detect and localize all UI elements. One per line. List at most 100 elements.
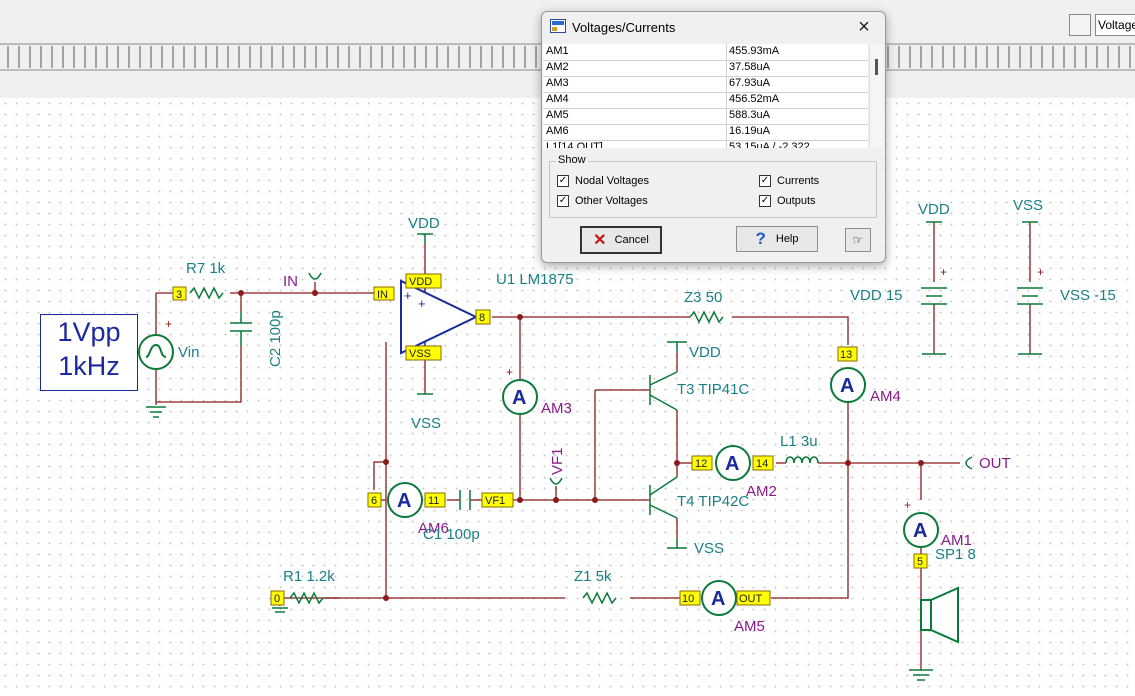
svg-text:3: 3 [176, 289, 182, 301]
schematic: + + + [138, 197, 1116, 681]
check-icon: ✓ [557, 195, 569, 208]
row-value: 37.58uA [729, 61, 770, 73]
transistor-t3[interactable] [649, 341, 687, 411]
dialog-app-icon [550, 19, 566, 33]
values-scrollbar[interactable] [869, 44, 883, 148]
node-tag-5: 5 [913, 553, 928, 569]
outputs-checkbox[interactable]: ✓Outputs [759, 195, 816, 208]
label-vss-batt-top: VSS [1013, 197, 1043, 214]
ammeter-am6[interactable]: A [387, 482, 423, 518]
nodal-voltages-checkbox[interactable]: ✓ Nodal Voltages [557, 175, 649, 188]
capacitor-c1[interactable] [459, 490, 471, 510]
column-separator [726, 76, 727, 92]
column-separator [726, 108, 727, 124]
inductor-l1[interactable] [785, 456, 819, 464]
label-c2: C2 100p [267, 310, 284, 367]
resistor-z3[interactable] [689, 310, 724, 324]
label-am3: AM3 [541, 400, 572, 417]
label-vss-batt: VSS -15 [1060, 287, 1116, 304]
ammeter-am5[interactable]: A [701, 580, 737, 616]
capacitor-c2[interactable] [230, 312, 252, 346]
mode-field[interactable]: Voltage [1095, 14, 1135, 36]
svg-text:+: + [418, 296, 426, 311]
node-tag-vdd: VDD [405, 273, 442, 289]
other-voltages-checkbox[interactable]: ✓Other Voltages [557, 195, 648, 208]
source-frequency: 1kHz [58, 351, 120, 381]
svg-text:VSS: VSS [409, 348, 431, 360]
resistor-r7[interactable] [189, 286, 224, 300]
probe-vf1[interactable] [549, 477, 563, 485]
battery-vdd[interactable]: + [921, 221, 947, 355]
label-c1: C1 100p [423, 526, 480, 543]
label-t3: T3 TIP41C [677, 381, 749, 398]
label-vdd-top: VDD [408, 215, 440, 232]
source-amplitude: 1Vpp [57, 317, 121, 347]
row-value: 455.93mA [729, 45, 780, 57]
label-z1: Z1 5k [574, 568, 612, 585]
node-tag-6: 6 [367, 492, 382, 508]
svg-text:A: A [512, 387, 526, 409]
svg-text:+: + [506, 365, 513, 379]
node-tag-10: 10 [679, 590, 701, 606]
node-tag-in: IN [373, 286, 395, 301]
ammeter-am1[interactable]: A + [903, 498, 939, 548]
node-tag-3: 3 [172, 286, 187, 301]
node-tag-13: 13 [837, 346, 858, 362]
probe-in[interactable] [308, 272, 322, 280]
node-tag-out: OUT [736, 590, 771, 606]
pin-button[interactable]: ☞ [845, 228, 871, 252]
resistor-r1[interactable] [289, 591, 324, 605]
battery-vss[interactable]: + [1017, 221, 1044, 355]
voltage-source-vin[interactable]: + [138, 317, 174, 370]
help-button[interactable]: ? Help [736, 226, 818, 252]
wires [155, 222, 1031, 670]
cancel-label: Cancel [614, 234, 649, 246]
svg-text:12: 12 [695, 458, 707, 470]
scrollbar-thumb[interactable] [875, 59, 878, 75]
svg-text:A: A [711, 588, 725, 610]
probe-out[interactable] [965, 456, 973, 470]
cancel-button[interactable]: ✕ Cancel [580, 226, 662, 254]
label-am5: AM5 [734, 618, 765, 635]
svg-text:10: 10 [682, 593, 694, 605]
close-icon[interactable]: × [858, 16, 870, 38]
source-annotation-box[interactable]: 1Vpp 1kHz [40, 314, 138, 391]
label-t4-vss: VSS [694, 540, 724, 557]
ammeter-am3[interactable]: A + [502, 365, 538, 415]
speaker-sp1[interactable] [920, 586, 959, 644]
column-separator [726, 140, 727, 148]
currents-checkbox[interactable]: ✓Currents [759, 175, 819, 188]
outputs-label: Outputs [777, 195, 816, 207]
node-tag-0: 0 [270, 590, 285, 606]
svg-text:VDD: VDD [409, 276, 432, 288]
column-separator [726, 44, 727, 60]
pointer-icon: ☞ [852, 233, 864, 247]
ammeter-am4[interactable]: A [830, 367, 866, 403]
nodal-voltages-label: Nodal Voltages [575, 175, 649, 187]
svg-text:+: + [404, 288, 412, 303]
transistor-t4[interactable] [649, 476, 687, 549]
svg-text:+: + [904, 498, 911, 512]
svg-text:6: 6 [371, 495, 377, 507]
opamp-u1[interactable]: + + [400, 279, 479, 355]
svg-text:+: + [1037, 265, 1044, 279]
row-name: AM6 [546, 125, 569, 137]
node-tag-vss: VSS [405, 345, 442, 361]
label-in-probe: IN [283, 273, 298, 290]
toolbar-tool-icon[interactable] [1069, 14, 1091, 36]
help-label: Help [775, 233, 799, 245]
resistor-z1[interactable] [582, 591, 617, 605]
check-icon: ✓ [557, 175, 569, 188]
values-table-row[interactable]: L1[14,OUT]53.15uA / -2.322 [543, 140, 868, 148]
ground-symbol [146, 406, 166, 418]
row-value: 456.52mA [729, 93, 780, 105]
ammeter-am2[interactable]: A [715, 445, 751, 481]
label-z3: Z3 50 [684, 289, 722, 306]
